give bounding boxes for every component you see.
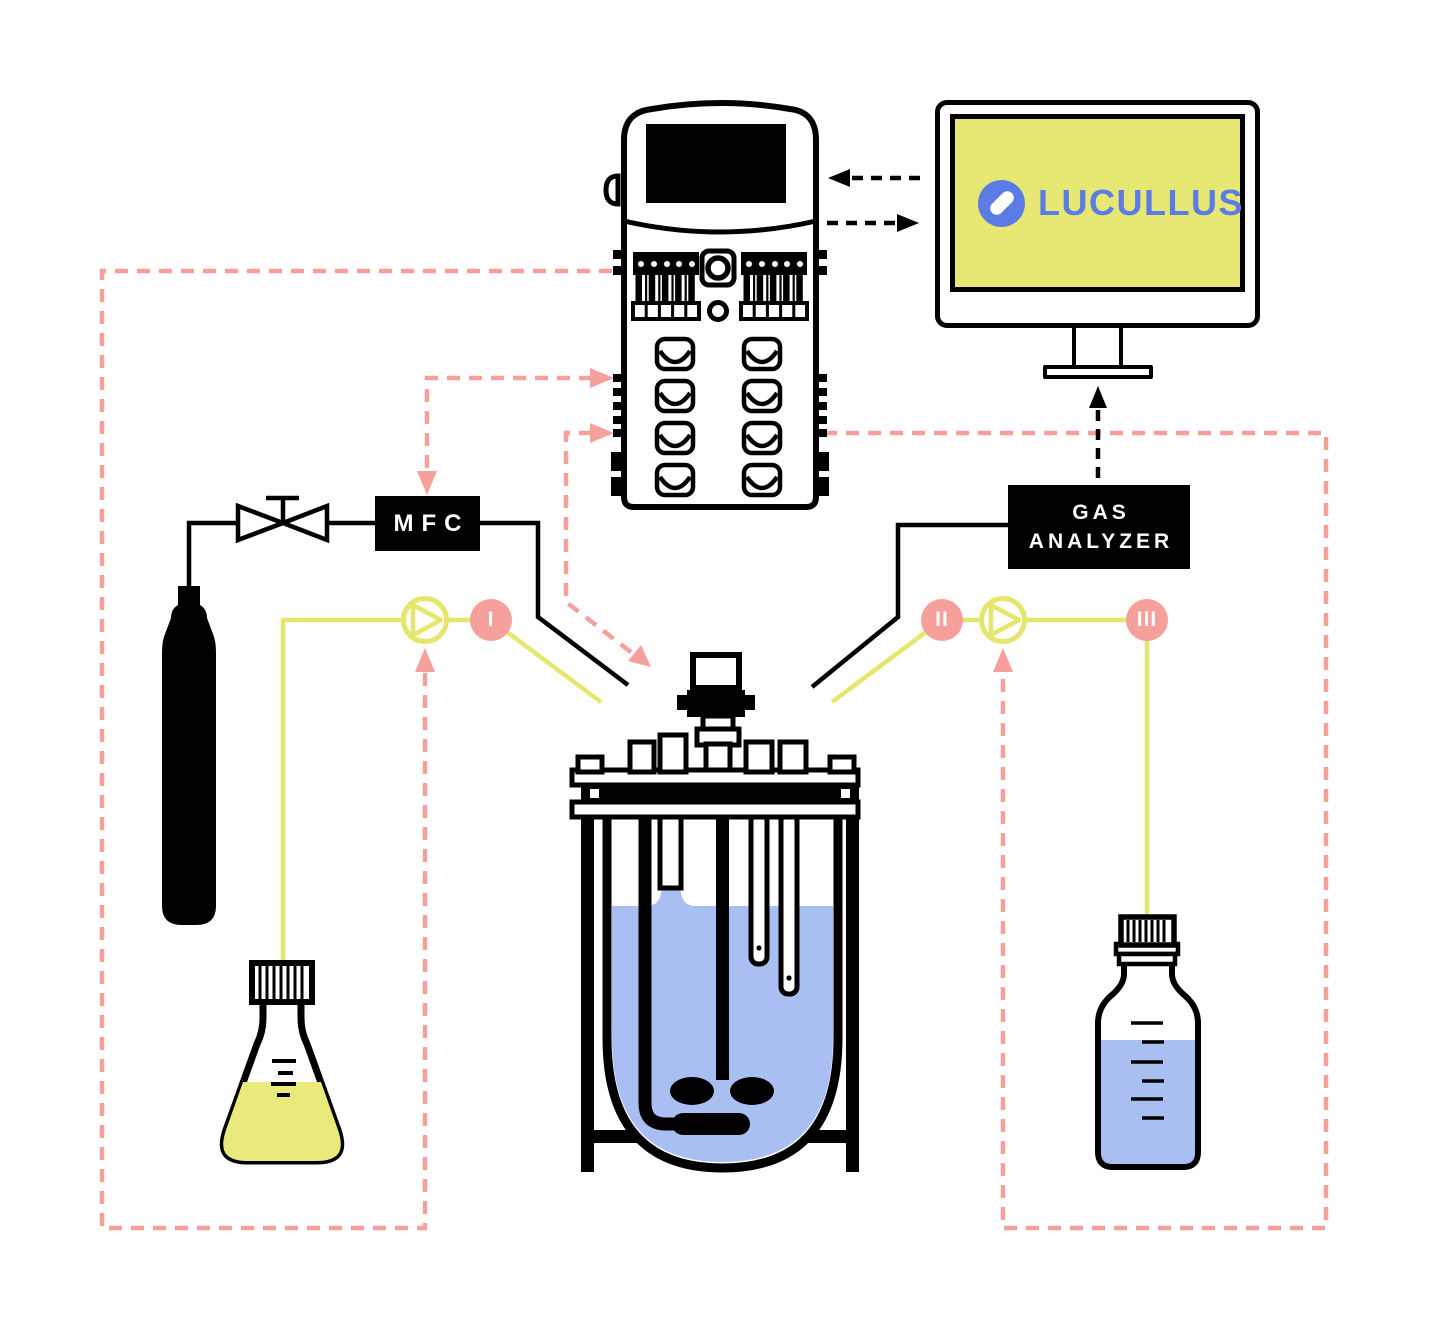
tube-port1-to-reactor [505,630,603,704]
monitor-stand-neck [1072,327,1123,369]
arrow-up-icon [1089,386,1107,408]
gas-analyzer-box: GAS ANALYZER [1008,485,1190,569]
headplate-clamp [594,785,846,802]
controller-panel-curve [623,218,817,235]
arrow-into-pump2 [993,648,1013,672]
gas-analyzer-label-line1: GAS [1072,501,1130,524]
connector-block-right [739,252,809,321]
station-badge-3: III [1126,599,1168,641]
flask-liquid [223,1082,341,1161]
headplate-bottom [569,799,861,820]
arrow-into-controller-1 [590,368,614,388]
station-2-label: II [935,608,949,631]
sparger-tube [638,814,674,1131]
stirrer-motor [677,652,755,773]
probe-mid [748,811,770,967]
arrow-into-pump1 [415,648,435,672]
bioreactor [569,652,861,1173]
arrow-into-controller-2 [590,423,614,443]
gas-analyzer-label-line2: ANALYZER [1028,530,1174,553]
arrow-into-mfc [417,471,437,495]
line-cylinder-to-valve [186,520,238,588]
tube-reactor-to-port2 [830,630,928,704]
stand-leg-right [846,772,859,1172]
gas-lines [186,520,1009,689]
control-signal-lines [99,268,1329,1231]
signal-path-pump1-loop [99,268,612,1231]
lucullus-logo-text: LUCULLUS [1038,182,1244,223]
controller-screen [646,124,786,203]
flask-cap-ribs [258,966,304,999]
media-bottle [1095,914,1201,1170]
bioprocess-controller [603,100,829,510]
pump1-icon [401,596,449,644]
probe-short [657,811,684,891]
bottle-cap-ribs [1126,920,1166,942]
arrow-right-icon [897,214,919,232]
data-links [827,175,1101,478]
sparger-head [672,1113,750,1135]
signal-path-reactor [563,430,638,658]
gas-cylinder [162,586,216,925]
lucullus-logo: LUCULLUS [978,179,1242,227]
bottle-graduations [1131,1021,1164,1120]
station-badge-1: I [470,599,512,641]
connector-block-left [631,252,701,321]
liquid-tubing [280,617,1150,963]
flask-graduations [271,1059,296,1097]
stirrer-shaft [716,814,729,1080]
probe-long [778,811,800,997]
signal-path-mfc [424,375,592,470]
arrow-into-reactor [628,645,651,667]
tube-flask-to-pump1 [280,617,404,963]
mfc-box: MFC [375,496,480,551]
monitor-stand-base [1043,365,1153,379]
bottle-liquid [1101,1040,1195,1164]
bottle-neck-ring2 [1116,951,1178,967]
arrow-left-icon [828,169,850,187]
station-3-label: III [1136,608,1158,631]
pinch-valve-cassettes [654,336,783,498]
line-mfc-to-reactor [479,520,630,687]
signal-path-pump2-loop [824,430,1329,1231]
controller-side-tabs [611,250,829,496]
station-badge-2: II [921,599,963,641]
lucullus-circle-icon [978,179,1025,227]
erlenmeyer-flask [219,960,345,1165]
mfc-label: MFC [393,509,470,537]
impeller-left [670,1077,714,1105]
impeller-right [730,1077,774,1105]
control-signal-arrowheads [415,368,1013,672]
center-button [707,300,729,322]
pump2-icon [979,596,1027,644]
station-1-label: I [487,608,495,631]
headplate-ports [575,732,857,775]
line-reactor-to-analyzer [810,522,1009,689]
valve-icon [235,495,330,544]
stand-leg-left [581,772,594,1172]
controller-side-knob [603,173,621,207]
data-link-arrowheads [828,169,1107,408]
